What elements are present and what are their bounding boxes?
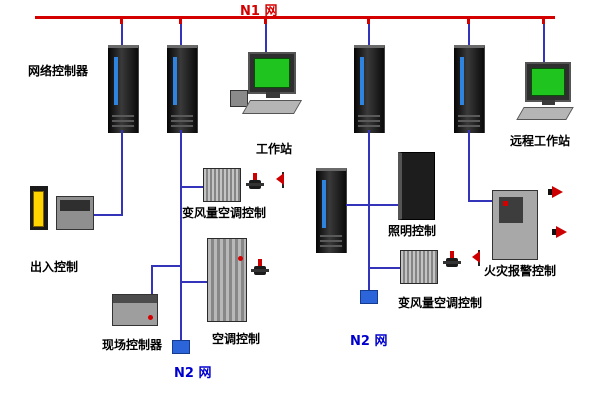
- alarm-horn-icon: [548, 186, 563, 198]
- bus-tap-tick: [367, 16, 370, 24]
- keyboard-icon: [516, 107, 574, 120]
- keyboard-icon: [241, 100, 303, 114]
- network-controller-tower-1: [108, 45, 139, 133]
- n2-node-square-2: [360, 290, 378, 304]
- damper-icon: [276, 172, 284, 188]
- connector-line: [180, 19, 182, 45]
- valve-icon: [251, 259, 269, 275]
- monitor-stand: [266, 92, 280, 98]
- monitor-screen: [254, 58, 290, 88]
- valve-icon: [246, 173, 264, 189]
- connector-line: [180, 130, 182, 342]
- n2-network-label-2: N2 网: [350, 334, 388, 349]
- access-control-device-icon: [56, 196, 94, 230]
- field-controller-icon: [112, 294, 158, 326]
- lighting-control-icon: [398, 152, 435, 220]
- bus-tap-tick: [179, 16, 182, 24]
- access-control-door-icon: [30, 186, 48, 230]
- remote-workstation-label: 远程工作站: [510, 134, 571, 148]
- access-control-label: 出入控制: [30, 260, 79, 274]
- n1-bus-line: [35, 16, 555, 19]
- vav-control-label-2: 变风量空调控制: [398, 296, 483, 310]
- device-top: [113, 295, 157, 303]
- connector-line: [265, 19, 267, 52]
- alarm-horn-icon: [552, 226, 567, 238]
- tower-stripe: [322, 180, 326, 228]
- connector-line: [180, 281, 207, 283]
- ac-cabinet-icon: [207, 238, 247, 322]
- server-tower-3: [354, 45, 385, 133]
- bus-tap-tick: [467, 16, 470, 24]
- connector-line: [468, 200, 492, 202]
- monitor-screen: [531, 68, 565, 96]
- connector-line: [180, 186, 205, 188]
- tower-stripe: [114, 57, 118, 105]
- bus-tap-tick: [264, 16, 267, 24]
- vav-device-icon-1: [203, 168, 241, 202]
- connector-line: [94, 214, 122, 216]
- n1-network-label: N1 网: [240, 4, 278, 19]
- printer-icon: [230, 90, 248, 107]
- n2-network-label-1: N2 网: [174, 366, 212, 381]
- fire-alarm-control-label: 火灾报警控制: [484, 264, 557, 278]
- connector-line: [468, 130, 470, 202]
- connector-line: [121, 130, 123, 216]
- tower-stripe: [460, 57, 464, 105]
- indicator-dot: [148, 315, 153, 320]
- tower-stripe: [173, 57, 177, 105]
- connector-line: [152, 265, 180, 267]
- vav-control-label-1: 变风量空调控制: [182, 206, 267, 220]
- workstation-monitor-icon: [248, 52, 296, 94]
- bus-tap-tick: [542, 16, 545, 24]
- tower-slots: [458, 115, 480, 128]
- server-tower-5: [316, 168, 347, 253]
- tower-slots: [320, 235, 342, 248]
- device-panel: [60, 200, 90, 211]
- connector-line: [543, 19, 545, 62]
- connector-line: [151, 265, 153, 295]
- indicator-dot: [238, 256, 243, 261]
- workstation-label: 工作站: [256, 142, 293, 156]
- lighting-control-label: 照明控制: [388, 224, 437, 238]
- tower-slots: [171, 115, 193, 128]
- network-controller-tower-2: [167, 45, 198, 133]
- tower-stripe: [360, 57, 364, 105]
- bus-tap-tick: [120, 16, 123, 24]
- network-controller-label: 网络控制器: [28, 64, 89, 78]
- connector-line: [368, 19, 370, 45]
- ac-control-label: 空调控制: [212, 332, 261, 346]
- n2-node-square-1: [172, 340, 190, 354]
- fire-alarm-cabinet-icon: [492, 190, 538, 260]
- connector-line: [368, 130, 370, 292]
- field-controller-label: 现场控制器: [102, 338, 163, 352]
- device-panel: [499, 197, 523, 223]
- monitor-stand: [542, 100, 555, 105]
- connector-line: [368, 267, 400, 269]
- valve-icon: [443, 251, 461, 267]
- vav-device-icon-2: [400, 250, 438, 284]
- connector-line: [346, 204, 398, 206]
- server-tower-4: [454, 45, 485, 133]
- tower-slots: [112, 115, 134, 128]
- door-leaf: [33, 191, 44, 227]
- tower-slots: [358, 115, 380, 128]
- remote-workstation-monitor-icon: [525, 62, 571, 102]
- connector-line: [468, 19, 470, 45]
- connector-line: [121, 19, 123, 45]
- damper-icon: [472, 250, 480, 266]
